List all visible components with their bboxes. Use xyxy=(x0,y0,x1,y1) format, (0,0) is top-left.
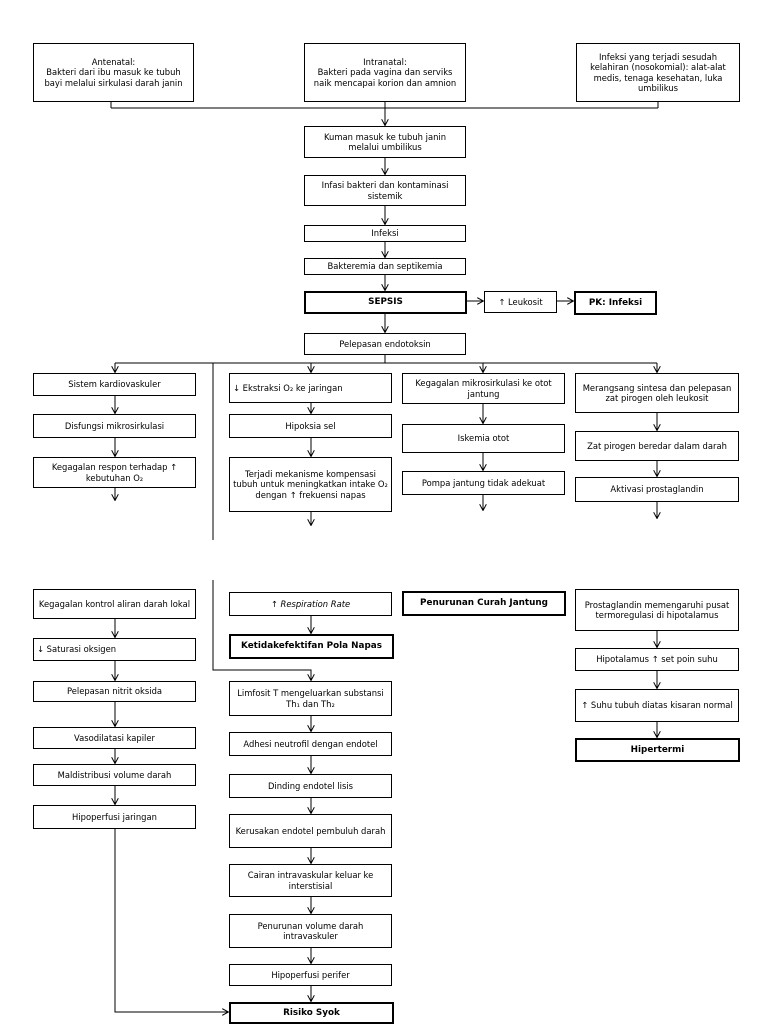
prostaglandin-box: Aktivasi prostaglandin xyxy=(575,477,739,502)
vasodilatasi-box: Vasodilatasi kapiler xyxy=(33,727,196,749)
adhesi-box: Adhesi neutrofil dengan endotel xyxy=(229,732,392,756)
saturasi-box: ↓ Saturasi oksigen xyxy=(33,638,196,661)
infeksi-box: Infeksi xyxy=(304,225,466,242)
curah-jantung-box: Penurunan Curah Jantung xyxy=(402,591,566,616)
connector-to-syok xyxy=(114,829,228,1012)
kuman-box: Kuman masuk ke tubuh janin melalui umbil… xyxy=(304,126,466,158)
hipoperfusi-jaringan-box: Hipoperfusi jaringan xyxy=(33,805,196,829)
pompa-jantung-box: Pompa jantung tidak adekuat xyxy=(402,471,565,495)
kegagalan-respon-box: Kegagalan respon terhadap ↑ kebutuhan O₂ xyxy=(33,457,196,488)
risiko-syok-box: Risiko Syok xyxy=(229,1002,394,1024)
hipoperfusi-perifer-box: Hipoperfusi perifer xyxy=(229,964,392,986)
termoregulasi-box: Prostaglandin memengaruhi pusat termoreg… xyxy=(575,589,739,631)
leukosit-box: ↑ Leukosit xyxy=(484,291,557,313)
pirogen-box: Merangsang sintesa dan pelepasan zat pir… xyxy=(575,373,739,413)
respiration-rate-box: ↑ Respiration Rate xyxy=(229,592,392,616)
dinding-endotel-box: Dinding endotel lisis xyxy=(229,774,392,798)
iskemia-box: Iskemia otot xyxy=(402,424,565,453)
hipoksia-box: Hipoksia sel xyxy=(229,414,392,438)
intranatal-box: Intranatal: Bakteri pada vagina dan serv… xyxy=(304,43,466,102)
infasi-box: Infasi bakteri dan kontaminasi sistemik xyxy=(304,175,466,206)
disfungsi-box: Disfungsi mikrosirkulasi xyxy=(33,414,196,438)
kerusakan-endotel-box: Kerusakan endotel pembuluh darah xyxy=(229,814,392,848)
mikrosirkulasi-jantung-box: Kegagalan mikrosirkulasi ke otot jantung xyxy=(402,373,565,404)
nitrit-oksida-box: Pelepasan nitrit oksida xyxy=(33,681,196,702)
nosocomial-box: Infeksi yang terjadi sesudah kelahiran (… xyxy=(576,43,740,102)
maldistribusi-box: Maldistribusi volume darah xyxy=(33,764,196,786)
penurunan-volume-box: Penurunan volume darah intravaskuler xyxy=(229,914,392,948)
suhu-tubuh-box: ↑ Suhu tubuh diatas kisaran normal xyxy=(575,689,739,722)
ekstraksi-box: ↓ Ekstraksi O₂ ke jaringan xyxy=(229,373,392,403)
pirogen-beredar-box: Zat pirogen beredar dalam darah xyxy=(575,431,739,461)
connector-rail-lower xyxy=(212,580,311,680)
sepsis-box: SEPSIS xyxy=(304,291,467,314)
cairan-intravaskular-box: Cairan intravaskular keluar ke interstis… xyxy=(229,864,392,897)
kompensasi-box: Terjadi mekanisme kompensasi tubuh untuk… xyxy=(229,457,392,512)
bakteremia-box: Bakteremia dan septikemia xyxy=(304,258,466,275)
endotoksin-box: Pelepasan endotoksin xyxy=(304,333,466,355)
hipertermi-box: Hipertermi xyxy=(575,738,740,762)
set-poin-box: Hipotalamus ↑ set poin suhu xyxy=(575,648,739,671)
limfosit-box: Limfosit T mengeluarkan substansi Th₁ da… xyxy=(229,681,392,716)
kontrol-aliran-box: Kegagalan kontrol aliran darah lokal xyxy=(33,589,196,619)
sistem-kardiovaskuler-box: Sistem kardiovaskuler xyxy=(33,373,196,396)
antenatal-box: Antenatal: Bakteri dari ibu masuk ke tub… xyxy=(33,43,194,102)
pola-napas-box: Ketidakefektifan Pola Napas xyxy=(229,634,394,659)
pk-infeksi-box: PK: Infeksi xyxy=(574,291,657,315)
